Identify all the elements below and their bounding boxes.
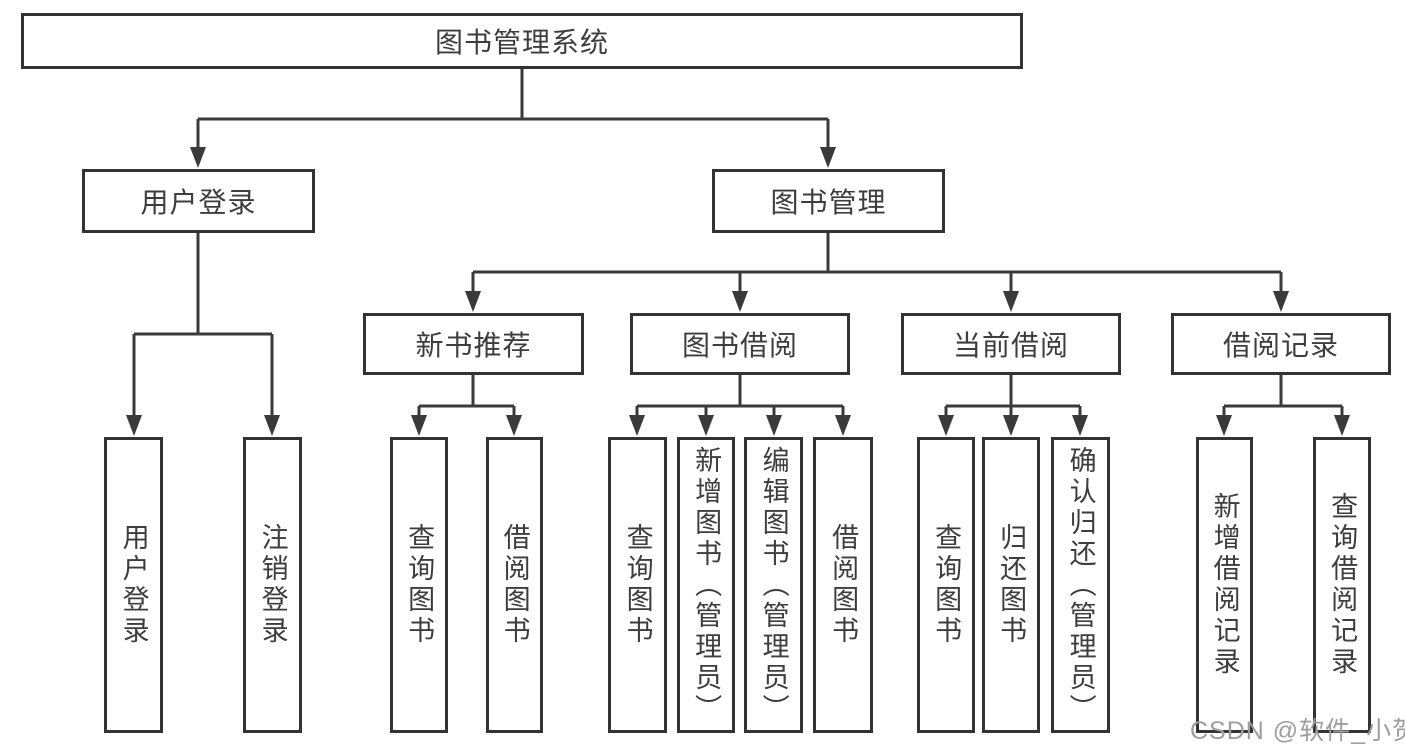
node-label: 图书借阅 <box>681 330 798 361</box>
leaf-records-query-record: 查询借阅记录 <box>1313 437 1371 733</box>
leaf-current-confirm-return-admin: 确认归还（管理员） <box>1051 437 1110 733</box>
node-user-login: 用户登录 <box>82 169 315 233</box>
connector-recommend-to-leaves <box>411 375 522 436</box>
connector-current-to-leaves <box>938 375 1088 436</box>
leaf-label: 编辑图书（管理员） <box>758 445 789 725</box>
node-label: 用户登录 <box>140 187 257 218</box>
leaf-current-return-books: 归还图书 <box>982 437 1040 733</box>
node-book-borrowing: 图书借阅 <box>630 313 850 375</box>
node-current-borrowing: 当前借阅 <box>901 313 1121 375</box>
node-label: 当前借阅 <box>952 330 1069 361</box>
leaf-label: 借阅图书 <box>499 523 530 647</box>
leaf-recommend-query-books: 查询图书 <box>390 437 448 733</box>
leaf-borrowing-query-books: 查询图书 <box>608 437 667 733</box>
leaf-label: 借阅图书 <box>828 523 859 647</box>
leaf-logout-login: 注销登录 <box>243 437 302 733</box>
leaf-label: 注销登录 <box>257 523 288 647</box>
leaf-recommend-borrow-books: 借阅图书 <box>486 437 543 733</box>
node-library-management-system: 图书管理系统 <box>21 13 1023 69</box>
leaf-label: 查询图书 <box>622 523 653 647</box>
leaf-label: 确认归还（管理员） <box>1065 445 1096 725</box>
node-book-management: 图书管理 <box>712 169 945 233</box>
node-label: 借阅记录 <box>1222 330 1339 361</box>
leaf-borrowing-borrow-books: 借阅图书 <box>813 437 873 733</box>
leaf-user-login: 用户登录 <box>104 437 163 733</box>
csdn-watermark: CSDN @软件_小贺同学 <box>1190 717 1405 745</box>
leaf-borrowing-add-books-admin: 新增图书（管理员） <box>677 437 735 733</box>
leaf-label: 查询图书 <box>931 523 962 647</box>
leaf-label: 查询图书 <box>404 523 435 647</box>
node-label: 图书管理 <box>770 187 887 218</box>
connector-book-mgmt-to-level3 <box>465 233 1289 312</box>
connector-borrow-to-leaves <box>629 375 851 436</box>
leaf-label: 新增图书（管理员） <box>691 445 722 725</box>
leaf-label: 用户登录 <box>118 523 149 647</box>
leaf-borrowing-edit-books-admin: 编辑图书（管理员） <box>744 437 803 733</box>
leaf-label: 查询借阅记录 <box>1327 492 1358 678</box>
node-borrowing-records: 借阅记录 <box>1171 313 1391 375</box>
node-new-book-recommend: 新书推荐 <box>363 313 584 375</box>
leaf-current-query-books: 查询图书 <box>917 437 975 733</box>
leaf-label: 归还图书 <box>996 523 1027 647</box>
connector-records-to-leaves <box>1216 375 1350 436</box>
leaf-records-add-record: 新增借阅记录 <box>1196 437 1253 733</box>
node-label: 图书管理系统 <box>434 27 609 58</box>
leaf-label: 新增借阅记录 <box>1209 492 1240 678</box>
connector-root-to-level2 <box>190 69 836 168</box>
node-label: 新书推荐 <box>415 330 532 361</box>
connector-user-login-to-leaves <box>126 233 280 436</box>
